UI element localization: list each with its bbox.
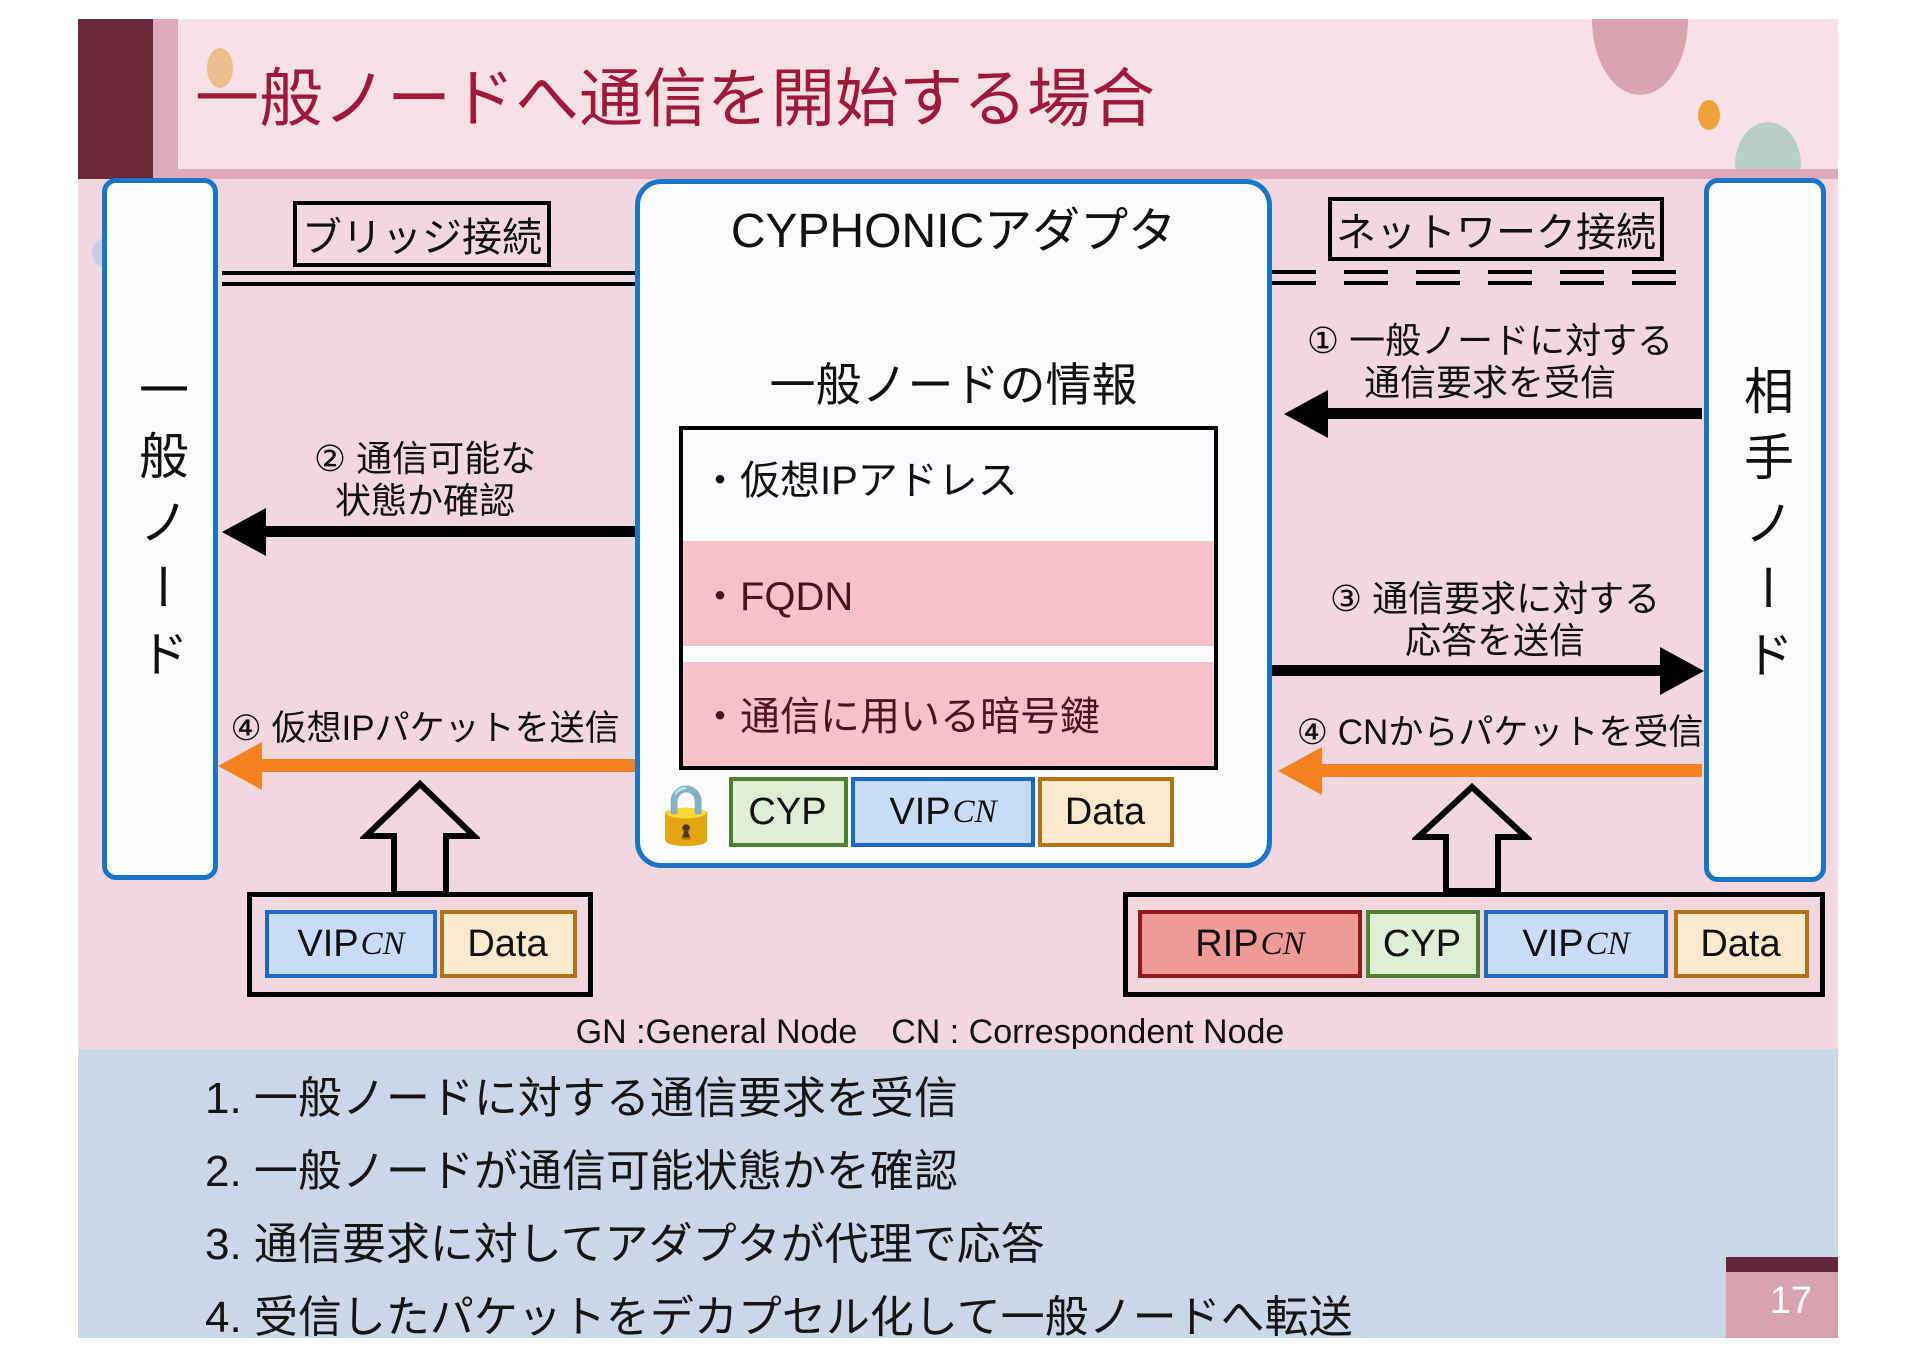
packet-label: RIP	[1195, 922, 1259, 965]
arrow-head-left-icon	[222, 507, 266, 556]
summary-item-2: 2. 一般ノードが通信可能状態かを確認	[205, 1147, 958, 1196]
packet-label: Data	[1700, 922, 1781, 965]
summary-item-3: 3. 通信要求に対してアダプタが代理で応答	[205, 1220, 1045, 1269]
packet-adapter-cyp: CYP	[729, 777, 848, 847]
page-number-accent	[1726, 1257, 1838, 1272]
general-node-packet-box	[247, 892, 593, 997]
packet-gn-data: Data	[440, 910, 577, 978]
network-connection-text: ネットワーク接続	[1336, 211, 1656, 255]
general-node-label: 一般ノード	[132, 364, 188, 694]
page-title: 一般ノードへ通信を開始する場合	[195, 63, 1155, 135]
step3-arrow	[1272, 646, 1704, 695]
step2-line1: ② 通信可能な	[313, 438, 537, 479]
step4-right-arrow	[1278, 746, 1702, 795]
packet-cn-cyp: CYP	[1366, 910, 1480, 978]
bridge-connection-label: ブリッジ接続	[293, 201, 551, 267]
step2-line2: 状態か確認	[334, 480, 515, 521]
packet-subscript: CN	[1585, 925, 1630, 962]
legend-note: GN :General Node CN : Correspondent Node	[575, 1012, 1285, 1051]
step3-line2: 応答を送信	[1404, 620, 1585, 661]
bridge-connection-text: ブリッジ接続	[302, 216, 542, 260]
arrow-head-left-icon	[218, 741, 262, 790]
info-row-vip: ・仮想IPアドレス	[700, 459, 1018, 503]
info-row-key: ・通信に用いる暗号鍵	[700, 695, 1100, 739]
arrow-head-left-icon	[1278, 746, 1322, 795]
step1-arrow	[1284, 389, 1702, 438]
correspondent-node-box: 相手ノード	[1704, 178, 1826, 882]
title-accent-block	[78, 19, 153, 179]
summary-band	[78, 1049, 1838, 1338]
decor-clip	[1592, 19, 1688, 97]
info-row-key-bg	[683, 662, 1214, 766]
adapter-title: CYPHONICアダプタ	[730, 205, 1177, 258]
summary-item-1: 1. 一般ノードに対する通信要求を受信	[205, 1074, 958, 1123]
packet-subscript: CN	[360, 925, 405, 962]
step4-right-label: ④ CNからパケットを受信	[1296, 713, 1704, 752]
correspondent-node-label: 相手ノード	[1737, 365, 1793, 695]
step2-arrow	[222, 507, 635, 556]
packet-label: VIP	[1522, 922, 1584, 965]
step4-left-arrow	[218, 741, 635, 790]
packet-subscript: CN	[1260, 925, 1305, 962]
info-row-fqdn: ・FQDN	[700, 575, 854, 619]
up-arrow-left-icon	[360, 780, 480, 897]
step1-line2: 通信要求を受信	[1363, 362, 1616, 403]
packet-adapter-data: Data	[1038, 777, 1174, 847]
packet-label: CYP	[1382, 922, 1462, 965]
step1-label: ① 一般ノードに対する 通信要求を受信	[1270, 320, 1710, 404]
step2-label: ② 通信可能な 状態か確認	[230, 438, 620, 522]
bridge-line-bottom	[222, 282, 635, 286]
network-connection-label: ネットワーク接続	[1328, 197, 1664, 261]
network-line-bottom	[1272, 281, 1704, 285]
network-line-top	[1272, 270, 1704, 274]
packet-label: CYP	[748, 790, 827, 833]
packet-label: VIP	[297, 922, 359, 965]
step3-line1: ③ 通信要求に対する	[1329, 578, 1661, 619]
summary-item-4: 4. 受信したパケットをデカプセル化して一般ノードへ転送	[205, 1293, 1353, 1342]
info-row-fqdn-bg	[683, 541, 1214, 646]
adapter-info-heading: 一般ノードの情報	[769, 359, 1138, 411]
packet-label: Data	[1064, 790, 1146, 833]
step3-label: ③ 通信要求に対する 応答を送信	[1280, 578, 1710, 662]
arrow-head-right-icon	[1660, 646, 1704, 695]
title-bar	[178, 19, 1838, 169]
correspondent-packet-box	[1123, 892, 1825, 997]
packet-cn-data: Data	[1674, 910, 1809, 978]
step4-left-label: ④ 仮想IPパケットを送信	[230, 709, 620, 748]
arrow-head-left-icon	[1284, 389, 1328, 438]
step1-line1: ① 一般ノードに対する	[1306, 320, 1674, 361]
lock-icon: 🔒	[650, 782, 723, 847]
decor-orange-dot-right	[1698, 100, 1720, 130]
packet-label: VIP	[889, 790, 951, 833]
bridge-line-top	[222, 271, 635, 275]
title-shadow-strip	[178, 169, 1838, 179]
title-accent-strip	[153, 19, 178, 179]
page-number-block	[1726, 1272, 1838, 1338]
packet-label: Data	[467, 922, 548, 965]
general-node-box: 一般ノード	[102, 178, 218, 880]
up-arrow-right-icon	[1412, 783, 1532, 894]
packet-subscript: CN	[952, 793, 997, 830]
page-number: 17	[1769, 1280, 1812, 1322]
decor-orange-dot-title	[207, 48, 233, 88]
